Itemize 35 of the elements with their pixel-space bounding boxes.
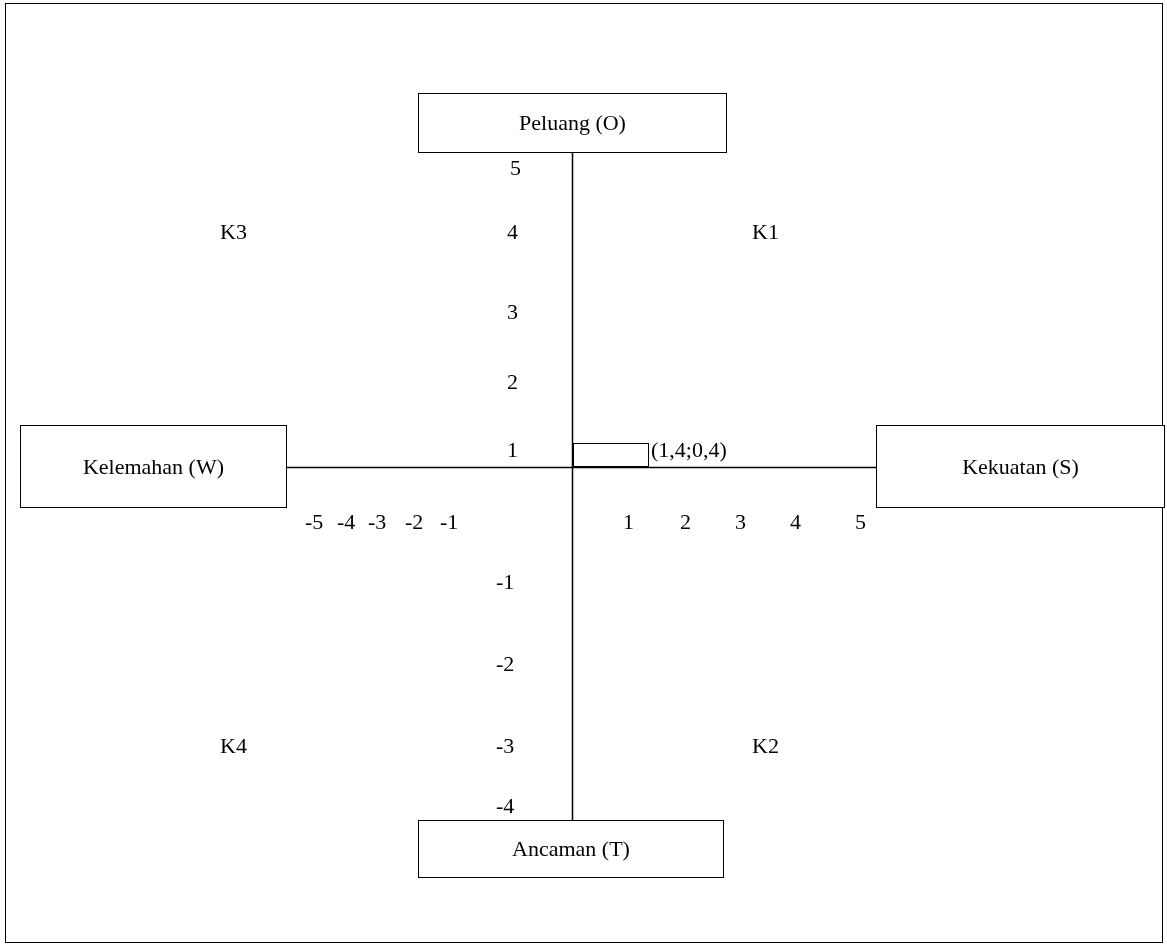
tick-label: -1 bbox=[496, 571, 515, 593]
point-label: (1,4;0,4) bbox=[651, 439, 727, 461]
tick-label: 2 bbox=[680, 511, 691, 533]
tick-label: -4 bbox=[337, 511, 356, 533]
tick-label: -1 bbox=[440, 511, 459, 533]
axis-box bbox=[876, 425, 1165, 508]
tick-label: 5 bbox=[510, 157, 521, 179]
tick-label: 5 bbox=[855, 511, 866, 533]
axis-box bbox=[418, 820, 724, 878]
tick-label: -3 bbox=[368, 511, 387, 533]
quadrant-label: K3 bbox=[220, 221, 247, 243]
tick-label: 1 bbox=[507, 439, 518, 461]
axis-label: Peluang (O) bbox=[519, 110, 626, 136]
axis-box bbox=[20, 425, 287, 508]
quadrant-label: K1 bbox=[752, 221, 779, 243]
axis-label: Kelemahan (W) bbox=[82, 453, 225, 480]
tick-label: 2 bbox=[507, 371, 518, 393]
axis-label: Ancaman (T) bbox=[512, 836, 630, 862]
tick-label: 3 bbox=[735, 511, 746, 533]
axis-line bbox=[571, 152, 574, 821]
axis-label: Kekuatan (S) bbox=[962, 453, 1079, 480]
quadrant-label: K2 bbox=[752, 735, 779, 757]
tick-label: 3 bbox=[507, 301, 518, 323]
tick-label: -4 bbox=[496, 795, 515, 817]
tick-label: -5 bbox=[305, 511, 324, 533]
tick-label: 1 bbox=[623, 511, 634, 533]
axis-line bbox=[286, 466, 877, 469]
axis-box bbox=[418, 93, 727, 153]
tick-label: 4 bbox=[790, 511, 801, 533]
tick-label: 4 bbox=[507, 221, 518, 243]
tick-label: -3 bbox=[496, 735, 515, 757]
quadrant-label: K4 bbox=[220, 735, 247, 757]
point-marker bbox=[573, 443, 649, 467]
tick-label: -2 bbox=[405, 511, 424, 533]
tick-label: -2 bbox=[496, 653, 515, 675]
